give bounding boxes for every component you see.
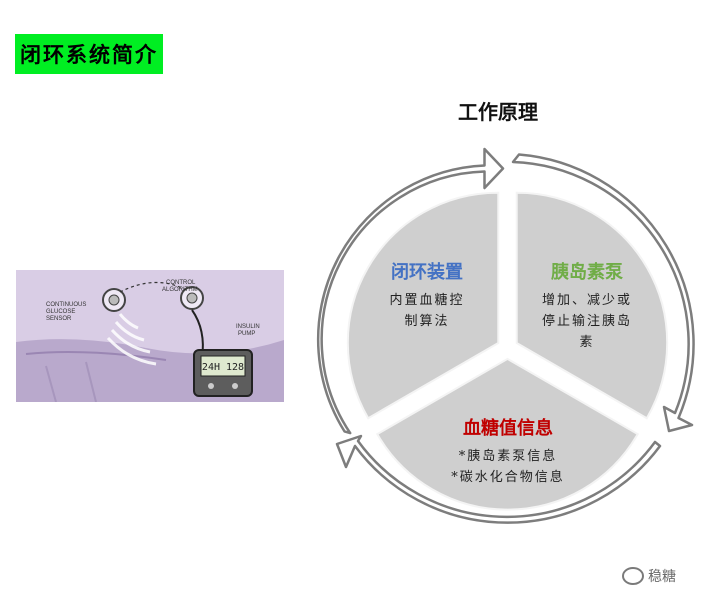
segment-device-line: 制算法 xyxy=(404,314,450,329)
watermark: 稳糖 xyxy=(622,566,676,586)
segment-pump-line: 素 xyxy=(579,335,595,350)
closed-loop-device-photo: 24H 128 CONTINUOUS GLUCOSE SENSOR CONTRO… xyxy=(16,270,284,402)
algorithm-sensor-icon xyxy=(180,286,204,310)
segment-top-left xyxy=(346,191,500,420)
segment-device-title: 闭环装置 xyxy=(391,262,463,283)
segment-bottom xyxy=(375,357,640,511)
arrow-right xyxy=(511,153,695,433)
segment-glucose-line: *碳水化合物信息 xyxy=(451,470,565,485)
glucose-sensor-icon xyxy=(102,288,126,312)
segment-right xyxy=(515,191,669,420)
signal-waves xyxy=(106,313,157,366)
pump-label: INSULIN PUMP xyxy=(236,324,261,337)
arrow-top-left xyxy=(316,147,505,435)
segment-device-text: 闭环装置 内置血糖控 制算法 xyxy=(372,258,482,332)
segment-glucose-line: *胰岛素泵信息 xyxy=(458,449,558,464)
diagram-title: 工作原理 xyxy=(458,100,538,124)
arrow-bottom xyxy=(335,434,662,524)
body-illustration: 24H 128 CONTINUOUS GLUCOSE SENSOR CONTRO… xyxy=(16,270,284,402)
wechat-icon xyxy=(622,567,644,585)
wireless-link xyxy=(119,281,187,293)
segment-pump-text: 胰岛素泵 增加、减少或 停止输注胰岛 素 xyxy=(526,258,648,353)
insulin-pump-icon: 24H 128 xyxy=(193,349,253,397)
segment-pump-line: 增加、减少或 xyxy=(541,293,632,308)
segment-device-line: 内置血糖控 xyxy=(389,293,465,308)
cgm-label: CONTINUOUS GLUCOSE SENSOR xyxy=(46,302,88,322)
segment-glucose-title: 血糖值信息 xyxy=(463,418,553,439)
pump-display-text: 24H 128 xyxy=(202,362,244,373)
algo-label: CONTROL ALGORITHM xyxy=(162,280,198,293)
cycle-arrows xyxy=(316,147,695,524)
segment-glucose-text: 血糖值信息 *胰岛素泵信息 *碳水化合物信息 xyxy=(438,414,578,488)
segment-pump-line: 停止输注胰岛 xyxy=(541,314,632,329)
segment-pump-title: 胰岛素泵 xyxy=(551,262,623,283)
watermark-text: 稳糖 xyxy=(648,569,676,585)
page-title: 闭环系统简介 xyxy=(15,34,163,74)
